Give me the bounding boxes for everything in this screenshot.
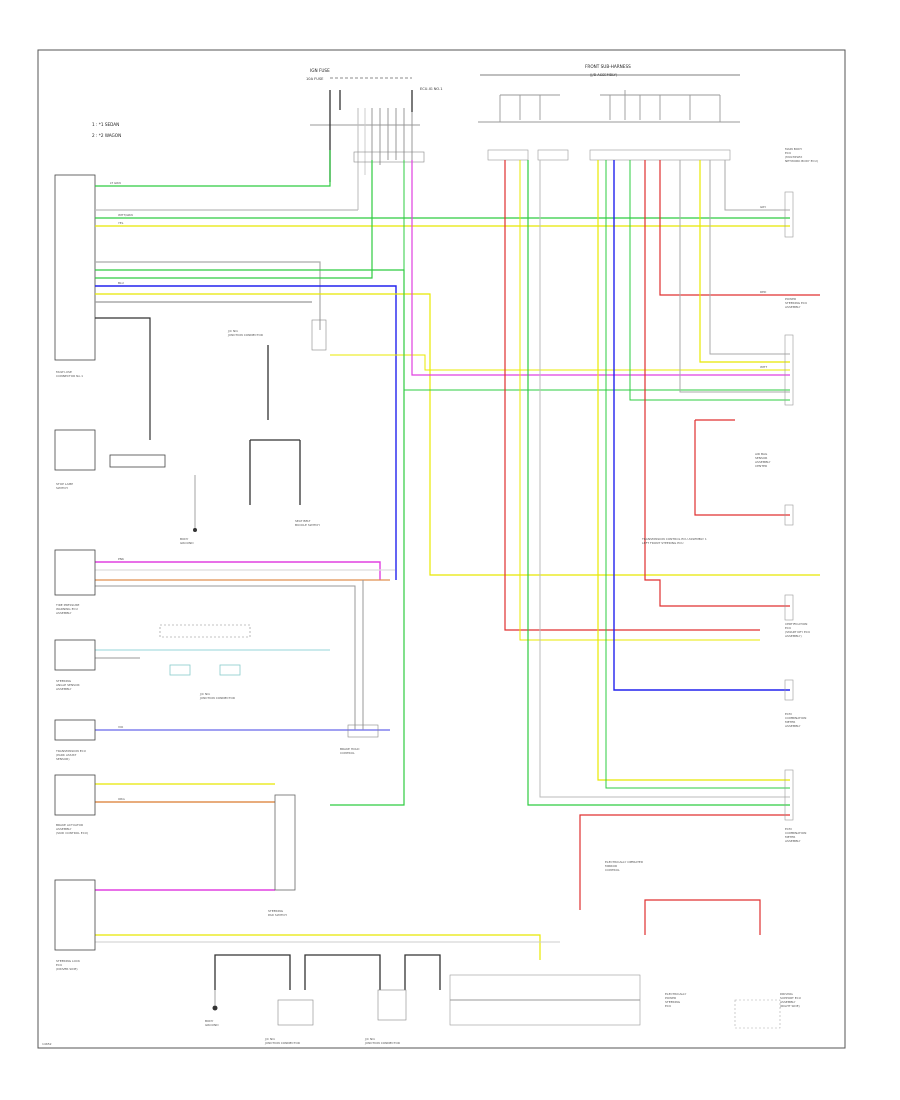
top-right-header: FRONT SUB-HARNESS [585,64,631,69]
fuse-block-connectors [329,90,425,210]
wire-tag-vio: VIO [118,725,124,729]
wire-runs [95,150,820,960]
wire-tag-gry: GRY [760,205,766,209]
junction-upper-label: J/C NO.JUNCTION CONNECTOR [227,329,263,337]
wire-tag-blu: BLU [118,281,124,285]
wire-tag-wht: WHT [760,365,767,369]
wire-tag-lt-grn: LT GRN [110,181,121,185]
junction-mid-label: J/C NO.JUNCTION CONNECTOR [199,692,235,700]
wire-tag-yel: YEL [118,221,124,225]
legend-line-1: 1 : *1 SEDAN [92,122,119,127]
wire-tag-red: RED [760,290,767,294]
wire-tags: LT GRN WHT/GRN YEL BLU PNK ORG VIO RED G… [110,181,767,801]
bottom-junction-2-label: J/C NO.JUNCTION CONNECTOR [364,1037,400,1045]
legend-line-2: 2 : *2 WAGON [92,133,121,138]
top-left-header: IGN FUSE [310,68,330,73]
legend: 1 : *1 SEDAN 2 : *2 WAGON [92,122,121,138]
wire-tag-pnk: PNK [118,557,125,561]
bottom-junction-1-label: J/C NO.JUNCTION CONNECTOR [264,1037,300,1045]
wire-tag-org: ORG [118,797,125,801]
junction-block-connectors [487,90,731,161]
wire-tag-wht-grn: WHT/GRN [118,213,133,217]
top-left-connector: ECU-IG NO.1 [420,87,443,91]
page-id: 14652 [42,1042,52,1046]
top-left-sub: 10A FUSE [306,77,324,81]
diagram-frame [37,49,846,1049]
